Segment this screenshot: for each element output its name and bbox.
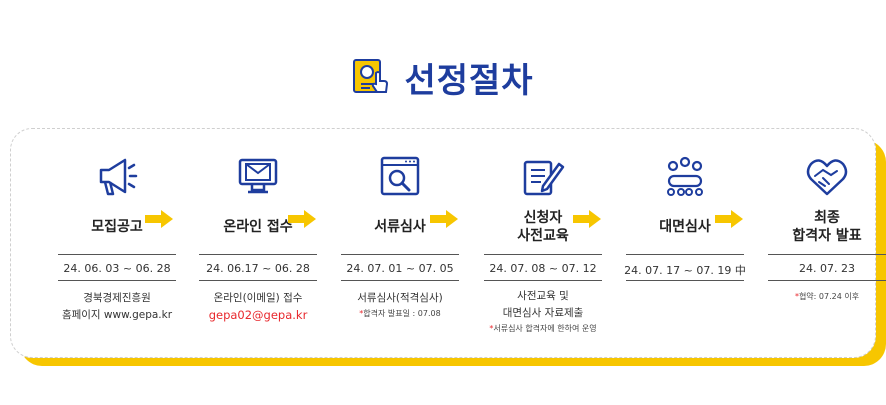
divider [199,280,317,281]
arrow-right-icon [573,210,601,228]
step-note: *협약: 07.24 이후 [794,292,860,301]
megaphone-icon [99,158,138,196]
divider [768,254,886,255]
step-description: 경북경제진흥원 홈페이지 www.gepa.kr [46,290,188,324]
meeting-icon [667,156,703,196]
arrow-right-icon [145,210,173,228]
divider [768,280,886,281]
step-date: 24. 07. 17 ~ 07. 19 中 [624,264,746,277]
website-text: 홈페이지 www.gepa.kr [61,309,173,321]
divider [626,254,744,255]
divider [341,280,459,281]
desc-line: 사전교육 및 [517,290,569,302]
step-name: 서류심사 [374,219,426,235]
process-card [10,128,876,358]
divider [484,280,602,281]
desc-line: 서류심사(적격심사) [357,292,443,304]
document-search-icon [380,156,420,196]
page-header: 선정절차 [0,52,886,102]
divider [484,254,602,255]
note-text: 협약: 07.24 이후 [798,292,860,301]
email-link[interactable]: gepa02@gepa.kr [208,308,308,322]
name-line: 최종 [814,210,840,226]
email-monitor-icon [238,158,278,194]
step-date: 24. 06. 03 ~ 06. 28 [63,262,171,275]
step-name: 대면심사 [659,219,711,235]
step-date: 24. 07. 01 ~ 07. 05 [346,262,454,275]
application-form-icon [353,59,389,93]
step-date: 24. 06.17 ~ 06. 28 [206,262,310,275]
name-line: 사전교육 [517,228,569,244]
step-description: *협약: 07.24 이후 [756,290,886,304]
divider [341,254,459,255]
note-text: 서류심사 합격자에 한하여 운영 [493,324,597,333]
note-text: 합격자 발표일 : 07.08 [363,309,441,318]
pen-document-icon [523,160,565,196]
divider [626,280,744,281]
step-name: 모집공고 [91,219,143,235]
desc-line: 대면심사 자료제출 [502,307,584,319]
step-description: 서류심사(적격심사) *합격자 발표일 : 07.08 [329,290,471,321]
arrow-right-icon [288,210,316,228]
step-name: 온라인 접수 [223,219,293,235]
divider [58,280,176,281]
page-title: 선정절차 [404,60,534,101]
step-date: 24. 07. 23 [799,262,855,275]
desc-line: 경북경제진흥원 [83,292,151,304]
name-line: 합격자 발표 [792,228,862,244]
name-line: 신청자 [523,210,563,226]
divider [58,254,176,255]
step-note: *합격자 발표일 : 07.08 [359,309,441,318]
handshake-heart-icon [806,159,848,196]
arrow-right-icon [715,210,743,228]
step-description: 온라인(이메일) 접수 gepa02@gepa.kr [187,290,329,324]
desc-line: 온라인(이메일) 접수 [213,292,303,304]
step-note: *서류심사 합격자에 한하여 운영 [489,324,597,333]
divider [199,254,317,255]
arrow-right-icon [430,210,458,228]
step-description: 사전교육 및 대면심사 자료제출 *서류심사 합격자에 한하여 운영 [472,288,614,336]
step-date: 24. 07. 08 ~ 07. 12 [489,262,597,275]
